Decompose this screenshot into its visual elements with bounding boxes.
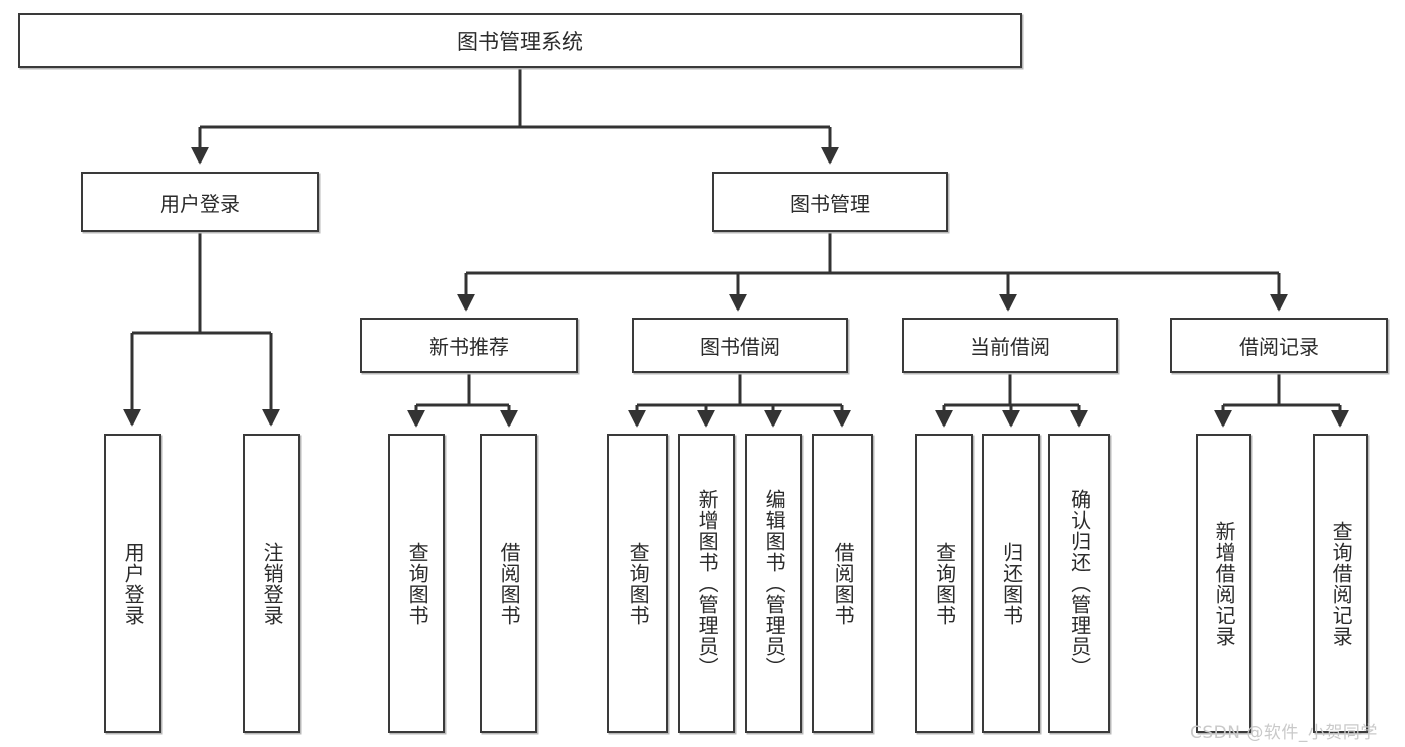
node-current-borrow[interactable]: 当前借阅 [902, 318, 1118, 373]
node-borrow-record[interactable]: 借阅记录 [1170, 318, 1388, 373]
node-leaf-user-logout-label: 注销登录 [260, 541, 285, 626]
node-leaf-confirm-return-label: 确认归还（管理员） [1067, 489, 1092, 678]
node-book-manage[interactable]: 图书管理 [712, 172, 948, 232]
node-leaf-query-book-cur[interactable]: 查询图书 [915, 434, 973, 733]
node-leaf-add-record[interactable]: 新增借阅记录 [1196, 434, 1251, 733]
node-book-manage-label: 图书管理 [790, 191, 870, 216]
node-leaf-query-book-cur-label: 查询图书 [932, 541, 957, 626]
node-leaf-borrow-book[interactable]: 借阅图书 [812, 434, 873, 733]
node-leaf-add-book[interactable]: 新增图书（管理员） [678, 434, 735, 733]
node-user-login[interactable]: 用户登录 [81, 172, 319, 232]
node-leaf-query-book-rec[interactable]: 查询图书 [388, 434, 445, 733]
node-book-borrow[interactable]: 图书借阅 [632, 318, 848, 373]
watermark: CSDN @软件_小贺同学 [1190, 723, 1378, 743]
node-current-borrow-label: 当前借阅 [970, 335, 1050, 359]
node-root[interactable]: 图书管理系统 [18, 13, 1022, 68]
node-leaf-user-login[interactable]: 用户登录 [104, 434, 161, 733]
node-leaf-borrow-book-rec[interactable]: 借阅图书 [480, 434, 537, 733]
node-leaf-edit-book[interactable]: 编辑图书（管理员） [745, 434, 802, 733]
node-leaf-query-record[interactable]: 查询借阅记录 [1313, 434, 1368, 733]
node-leaf-user-logout[interactable]: 注销登录 [243, 434, 300, 733]
node-leaf-query-book-label: 查询图书 [626, 541, 651, 626]
node-leaf-query-book-rec-label: 查询图书 [405, 541, 430, 626]
node-borrow-record-label: 借阅记录 [1239, 335, 1319, 359]
node-leaf-query-record-label: 查询借阅记录 [1329, 520, 1354, 647]
node-new-book-recommend[interactable]: 新书推荐 [360, 318, 578, 373]
node-leaf-edit-book-label: 编辑图书（管理员） [762, 489, 787, 678]
node-root-label: 图书管理系统 [457, 29, 583, 54]
node-book-borrow-label: 图书借阅 [700, 335, 780, 359]
node-user-login-label: 用户登录 [160, 191, 240, 216]
node-leaf-user-login-label: 用户登录 [121, 541, 146, 626]
node-leaf-return-book[interactable]: 归还图书 [982, 434, 1040, 733]
node-leaf-confirm-return[interactable]: 确认归还（管理员） [1048, 434, 1110, 733]
node-new-book-recommend-label: 新书推荐 [429, 335, 509, 359]
node-leaf-return-book-label: 归还图书 [999, 541, 1024, 626]
node-leaf-borrow-book-label: 借阅图书 [831, 541, 856, 626]
node-leaf-add-record-label: 新增借阅记录 [1212, 520, 1237, 647]
node-leaf-query-book[interactable]: 查询图书 [607, 434, 668, 733]
node-leaf-borrow-book-rec-label: 借阅图书 [497, 541, 522, 626]
node-leaf-add-book-label: 新增图书（管理员） [695, 489, 720, 678]
